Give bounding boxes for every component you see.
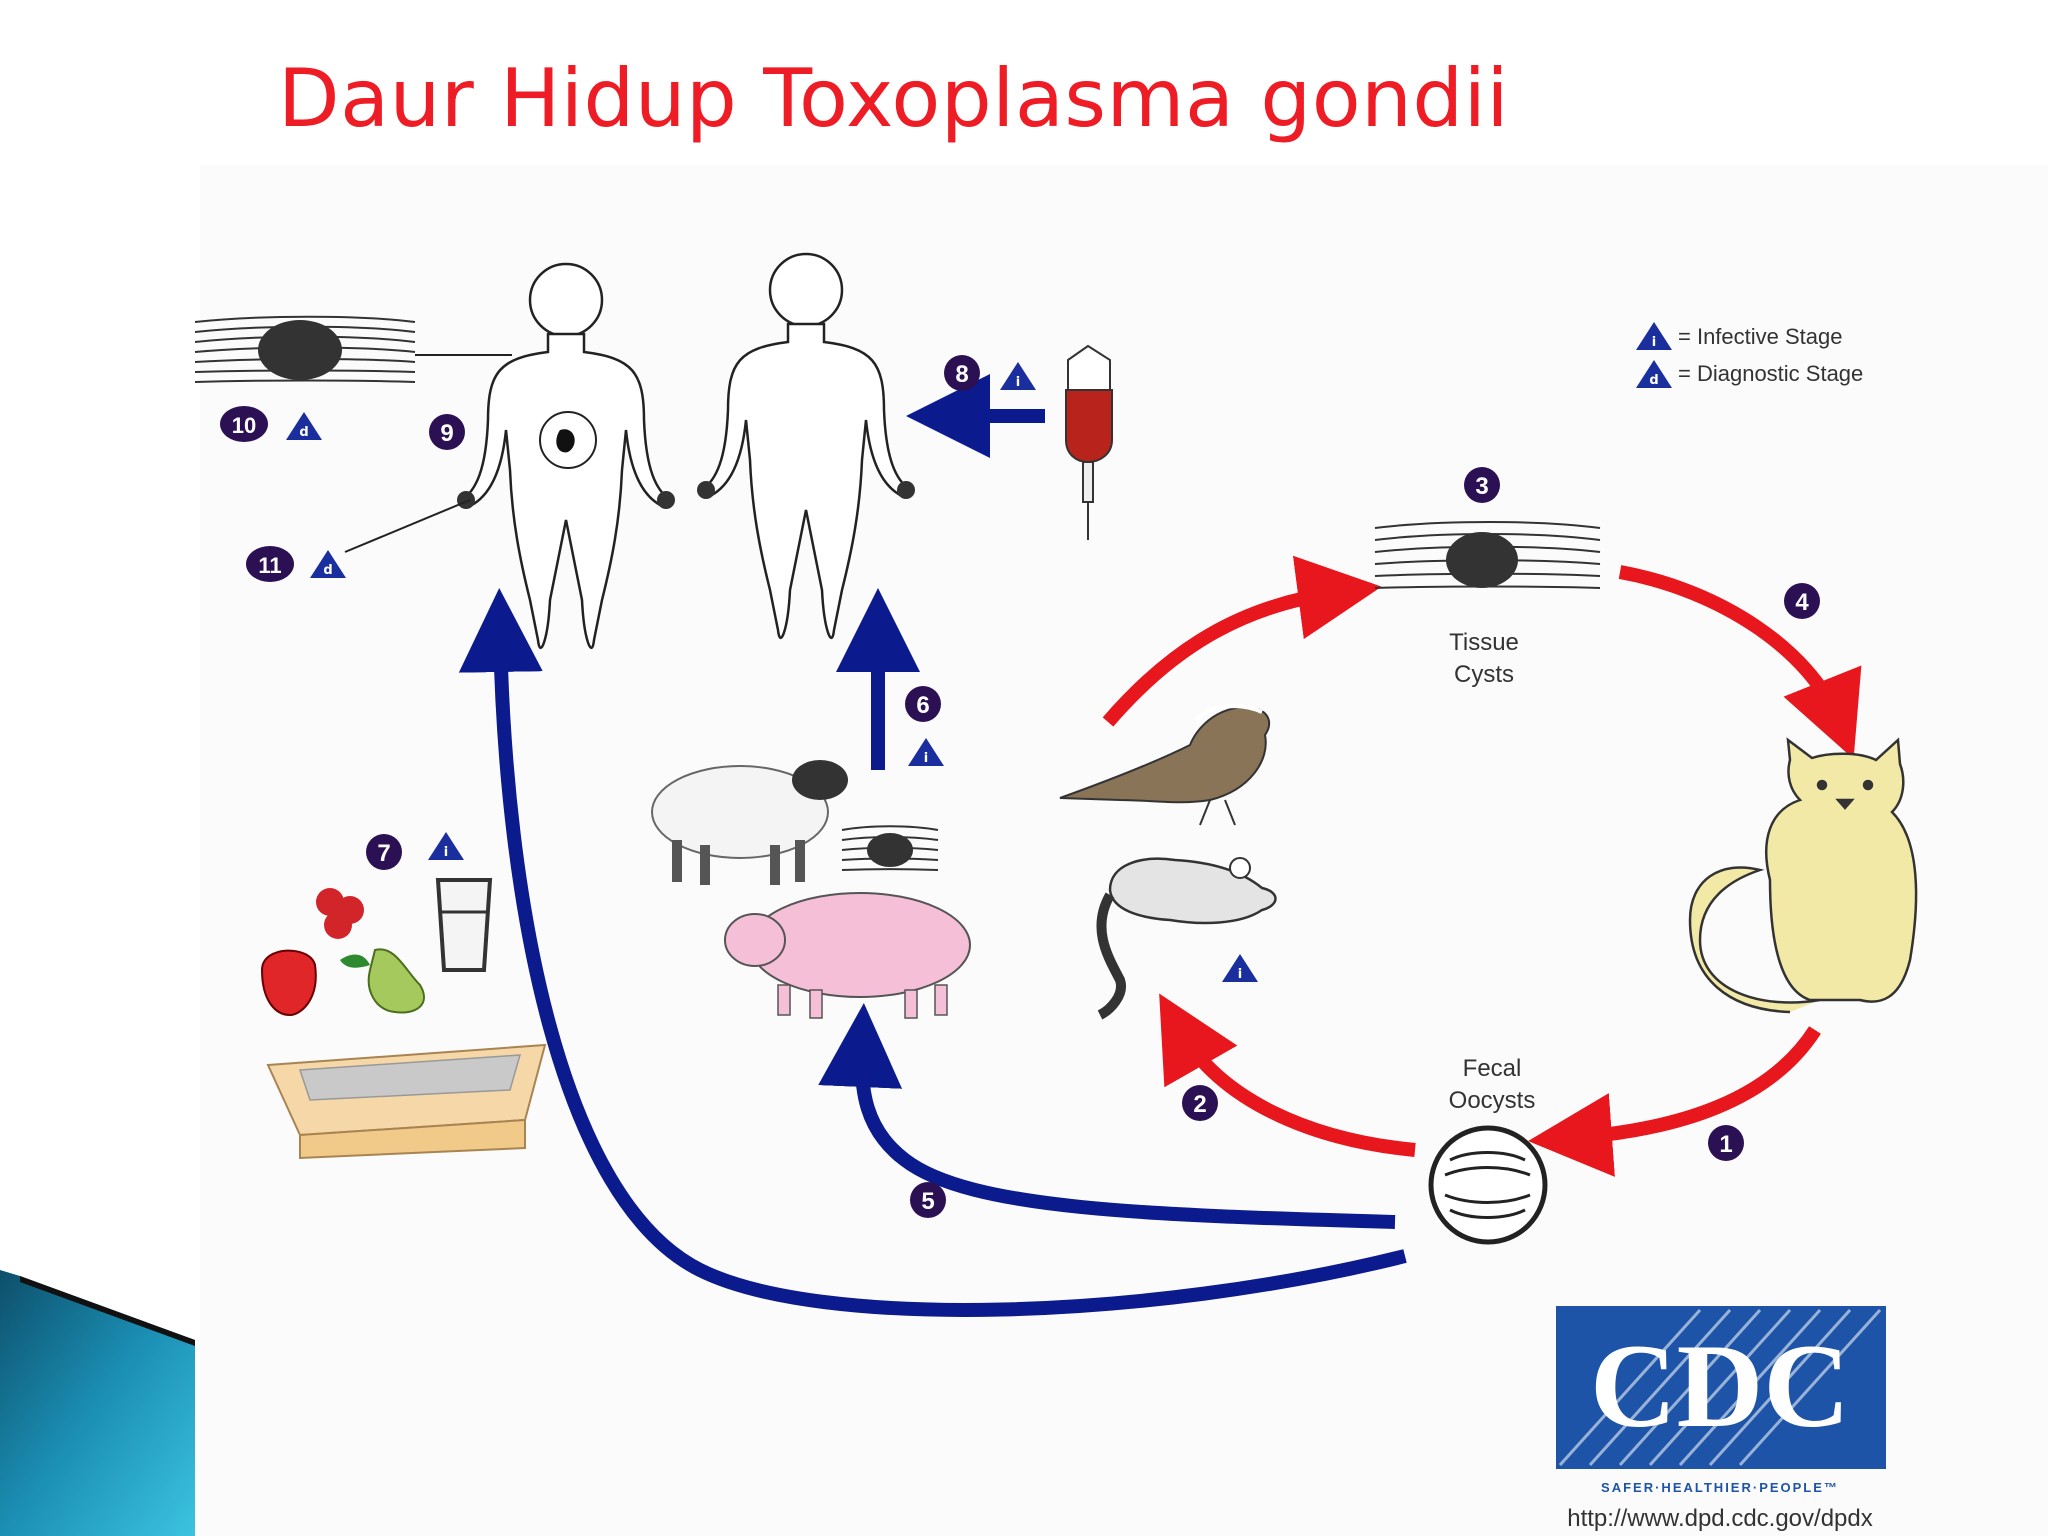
svg-text:i: i xyxy=(1652,335,1656,350)
tissue-cysts-label-line1: Tissue xyxy=(1449,629,1519,656)
svg-text:d: d xyxy=(299,425,308,440)
svg-text:10: 10 xyxy=(232,413,256,438)
svg-text:1: 1 xyxy=(1719,1131,1732,1158)
svg-text:6: 6 xyxy=(916,692,929,719)
infective-stage-triangle-7: i xyxy=(428,832,464,860)
human-figure-right xyxy=(699,252,913,639)
svg-text:i: i xyxy=(1238,967,1242,982)
mouse-icon xyxy=(1096,857,1277,1020)
fecal-oocyst-icon xyxy=(1428,1125,1548,1245)
svg-text:d: d xyxy=(323,563,332,578)
tissue-cyst-icon xyxy=(1374,521,1601,589)
tissue-cyst-animal-icon xyxy=(841,825,939,871)
tissue-cyst-human-icon xyxy=(194,315,512,383)
diagnostic-stage-triangle-10: d xyxy=(286,412,322,440)
bird-icon xyxy=(1059,704,1271,826)
sheep-icon xyxy=(651,760,848,885)
legend-diagnostic-label: = Diagnostic Stage xyxy=(1678,361,1863,386)
step-badge-1: 1 xyxy=(1708,1125,1744,1161)
cdc-logo-text: CDC xyxy=(1590,1319,1850,1452)
pig-icon xyxy=(724,892,971,1019)
pointer-line-11 xyxy=(344,499,471,553)
diagnostic-stage-triangle-11: d xyxy=(310,550,346,578)
svg-text:3: 3 xyxy=(1475,473,1488,500)
fecal-oocysts-label-line1: Fecal xyxy=(1463,1055,1522,1082)
step-badge-11: 11 xyxy=(246,546,294,582)
step-badge-3: 3 xyxy=(1464,467,1500,503)
litter-box-icon xyxy=(266,1043,547,1160)
blood-transfusion-bag-icon xyxy=(1065,344,1113,540)
red-arrow-oocysts-to-intermediate xyxy=(1159,993,1416,1157)
svg-text:7: 7 xyxy=(377,840,390,867)
fecal-oocysts-label-line2: Oocysts xyxy=(1449,1087,1536,1114)
infective-stage-triangle-6: i xyxy=(908,738,944,766)
step-badge-4: 4 xyxy=(1784,583,1820,619)
svg-text:8: 8 xyxy=(955,361,968,388)
stage-triangles: i i i i d d xyxy=(286,362,1258,982)
human-figure-left xyxy=(459,262,673,649)
step-badge-9: 9 xyxy=(429,414,465,450)
tissue-cysts-label-line2: Cysts xyxy=(1454,661,1514,688)
step-badge-8: 8 xyxy=(944,355,980,391)
legend: i = Infective Stage d = Diagnostic Stage xyxy=(1636,322,1863,388)
step-badge-2: 2 xyxy=(1182,1085,1218,1121)
svg-text:11: 11 xyxy=(258,553,281,578)
svg-text:5: 5 xyxy=(921,1188,934,1215)
red-arrow-cat-to-oocysts xyxy=(1528,1026,1821,1177)
red-arrow-intermediate-to-cysts xyxy=(1102,555,1382,727)
step-badge-6: 6 xyxy=(905,686,941,722)
infective-stage-triangle-mouse: i xyxy=(1222,954,1258,982)
legend-infective-label: = Infective Stage xyxy=(1678,324,1843,349)
legend-diagnostic: d = Diagnostic Stage xyxy=(1636,360,1863,388)
svg-text:d: d xyxy=(1649,373,1658,388)
svg-text:9: 9 xyxy=(440,420,453,447)
step-badges: 1 2 3 4 5 6 7 8 9 10 11 xyxy=(220,355,1820,1218)
blue-arrow-oocysts-to-human xyxy=(458,588,1407,1317)
legend-infective: i = Infective Stage xyxy=(1636,322,1843,350)
cat-icon xyxy=(1688,737,1918,1014)
step-badge-5: 5 xyxy=(910,1182,946,1218)
water-glass-icon xyxy=(435,878,493,972)
svg-text:i: i xyxy=(924,751,928,766)
cdc-tagline: SAFER·HEALTHIER·PEOPLE™ xyxy=(1601,1480,1839,1495)
infective-stage-triangle-8: i xyxy=(1000,362,1036,390)
blue-arrow-oocysts-to-pig xyxy=(818,1003,1396,1229)
fruit-icon xyxy=(260,888,425,1017)
svg-text:4: 4 xyxy=(1795,589,1809,616)
svg-text:2: 2 xyxy=(1193,1091,1206,1118)
step-badge-7: 7 xyxy=(366,834,402,870)
source-url: http://www.dpd.cdc.gov/dpdx xyxy=(1567,1505,1873,1532)
svg-text:i: i xyxy=(1016,375,1020,390)
red-arrow-cysts-to-cat xyxy=(1618,565,1862,759)
slide-corner-decoration xyxy=(0,1270,195,1536)
svg-text:i: i xyxy=(444,845,448,860)
cdc-logo: CDC SAFER·HEALTHIER·PEOPLE™ xyxy=(1556,1306,1886,1495)
step-badge-10: 10 xyxy=(220,406,268,442)
page-title: Daur Hidup Toxoplasma gondii xyxy=(278,52,1510,145)
